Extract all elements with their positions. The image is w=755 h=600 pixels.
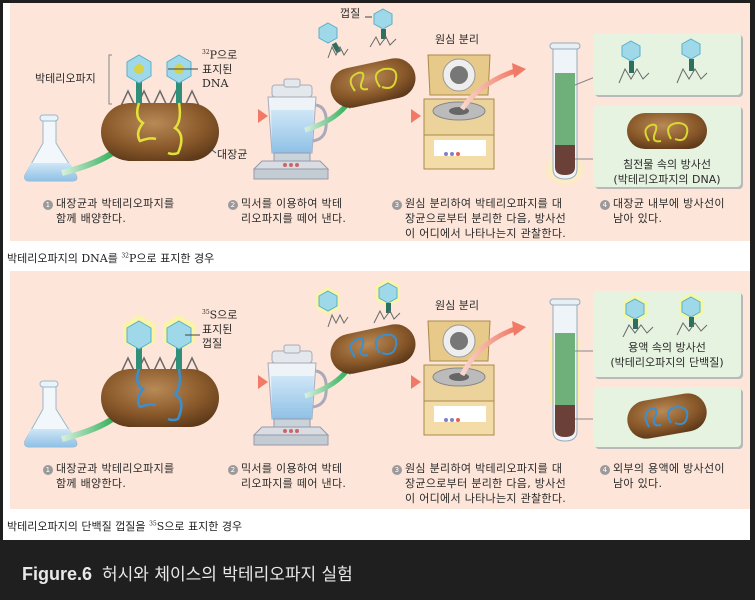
diagram-protein-35s	[24, 279, 600, 448]
figure-title: 허시와 체이스의 박테리오파지 실험	[102, 565, 353, 585]
supernatant-label-line2: (박테리오파지의 단백질)	[610, 356, 724, 369]
isotope-mass: 35	[202, 309, 210, 316]
result-box-supernatant: 용액 속의 방사선 (박테리오파지의 단백질)	[593, 291, 741, 377]
shell-label: 껍질	[340, 7, 361, 20]
step-text: 대장균 내부에 방사선이	[613, 197, 725, 210]
blender-icon	[252, 344, 330, 446]
pellet-radiation-label: 침전물 속의 방사선 (박테리오파지의 DNA)	[593, 157, 741, 187]
phages-in-supernatant-icon	[618, 38, 708, 84]
result-box-pellet: 침전물 속의 방사선 (박테리오파지의 DNA)	[593, 105, 741, 187]
step-text: 대장균과 박테리오파지를	[56, 197, 175, 210]
marker-line2: 표지된	[202, 322, 233, 336]
flask-icon	[24, 114, 78, 182]
step-text: 리오파지를 떼어 낸다.	[241, 212, 347, 225]
diagram-dna-32p	[24, 8, 601, 187]
marker-line1: S으로	[209, 308, 238, 322]
result-box-pellet	[593, 387, 741, 447]
step-text: 함께 배양한다.	[56, 212, 127, 225]
figure-caption: Figure.6 허시와 체이스의 박테리오파지 실험	[22, 560, 353, 585]
ecoli-in-pellet-icon	[627, 113, 707, 149]
ecoli-with-dna-icon	[330, 58, 416, 108]
step-text: 원심 분리하여 박테리오파지를 대	[405, 197, 563, 210]
detached-phages-icon	[316, 279, 401, 328]
isotope-mass: 32	[202, 49, 210, 56]
pellet-label-line2: (박테리오파지의 DNA)	[613, 173, 721, 186]
figure-caption-bar: Figure.6 허시와 체이스의 박테리오파지 실험	[0, 540, 755, 600]
step-number: 1	[43, 200, 53, 210]
flask-icon	[24, 380, 78, 448]
test-tube-icon	[549, 298, 581, 442]
case-caption-dna: 박테리오파지의 DNA를 32P으로 표지한 경우	[7, 250, 214, 266]
blender-icon	[252, 78, 330, 180]
step-number: 3	[392, 200, 402, 210]
ecoli-label: 대장균	[217, 148, 248, 161]
step-text: 함께 배양한다.	[56, 477, 127, 490]
figure-sheet: 침전물 속의 방사선 (박테리오파지의 DNA) 박테리오파지 32P으로 표지…	[3, 3, 750, 540]
phages-in-supernatant-icon	[622, 293, 708, 338]
isotope-mass: 32	[121, 252, 129, 260]
test-tube-icon	[543, 42, 587, 187]
ecoli-in-pellet-icon	[627, 393, 707, 439]
ecoli-infected-icon	[101, 54, 219, 161]
result-box-supernatant	[593, 33, 741, 95]
marker-line3: DNA	[202, 76, 229, 90]
step-text: 리오파지를 떼어 낸다.	[241, 477, 347, 490]
step-text: 믹서를 이용하여 박테	[241, 197, 343, 210]
marker-line2: 표지된	[202, 62, 233, 76]
step-text: 대장균과 박테리오파지를	[56, 462, 175, 475]
step-text: 이 어디에서 나타나는지 관찰한다.	[405, 227, 567, 240]
caption-suffix: S으로 표지한 경우	[156, 520, 243, 533]
step-number: 2	[228, 465, 238, 475]
step-text: 남아 있다.	[613, 212, 663, 225]
step-text: 장균으로부터 분리한 다음, 방사선	[405, 212, 567, 225]
case-caption-protein: 박테리오파지의 단백질 껍질을 35S으로 표지한 경우	[7, 518, 242, 534]
ecoli-with-dna-icon	[330, 324, 416, 374]
centrifuge-label: 원심 분리	[435, 299, 479, 312]
step-number: 2	[228, 200, 238, 210]
caption-prefix: 박테리오파지의 DNA를	[7, 252, 122, 265]
supernatant-label-line1: 용액 속의 방사선	[628, 341, 706, 354]
detached-phages-icon	[318, 8, 397, 59]
step-number: 4	[600, 465, 610, 475]
step-text: 믹서를 이용하여 박테	[241, 462, 343, 475]
caption-prefix: 박테리오파지의 단백질 껍질을	[7, 520, 150, 533]
ecoli-infected-icon	[101, 315, 219, 427]
phage-label: 박테리오파지	[35, 72, 96, 85]
isotope-mass: 35	[149, 520, 157, 528]
step-text: 외부의 용액에 방사선이	[613, 462, 725, 475]
pellet-label-line1: 침전물 속의 방사선	[623, 158, 711, 171]
centrifuge-icon	[423, 54, 495, 170]
figure-number: Figure.6	[22, 564, 93, 584]
caption-suffix: P으로 표지한 경우	[128, 252, 215, 265]
step-number: 3	[392, 465, 402, 475]
step-text: 원심 분리하여 박테리오파지를 대	[405, 462, 563, 475]
centrifuge-label: 원심 분리	[435, 33, 479, 46]
step-text: 장균으로부터 분리한 다음, 방사선	[405, 477, 567, 490]
supernatant-radiation-label: 용액 속의 방사선 (박테리오파지의 단백질)	[593, 340, 741, 370]
step-text: 남아 있다.	[613, 477, 663, 490]
panel-dna-32p: 침전물 속의 방사선 (박테리오파지의 DNA) 박테리오파지 32P으로 표지…	[10, 3, 750, 241]
step-number: 1	[43, 465, 53, 475]
step-text: 이 어디에서 나타나는지 관찰한다.	[405, 492, 567, 505]
marker-line1: P으로	[209, 48, 238, 62]
isotope-marker-label: 32P으로 표지된 DNA	[202, 46, 237, 91]
centrifuge-icon	[423, 320, 495, 436]
panel-protein-35s: 용액 속의 방사선 (박테리오파지의 단백질) 35S으로 표지된 껍질 원심 …	[10, 271, 750, 509]
marker-line3: 껍질	[202, 336, 223, 350]
isotope-marker-label: 35S으로 표지된 껍질	[202, 306, 237, 351]
step-number: 4	[600, 200, 610, 210]
